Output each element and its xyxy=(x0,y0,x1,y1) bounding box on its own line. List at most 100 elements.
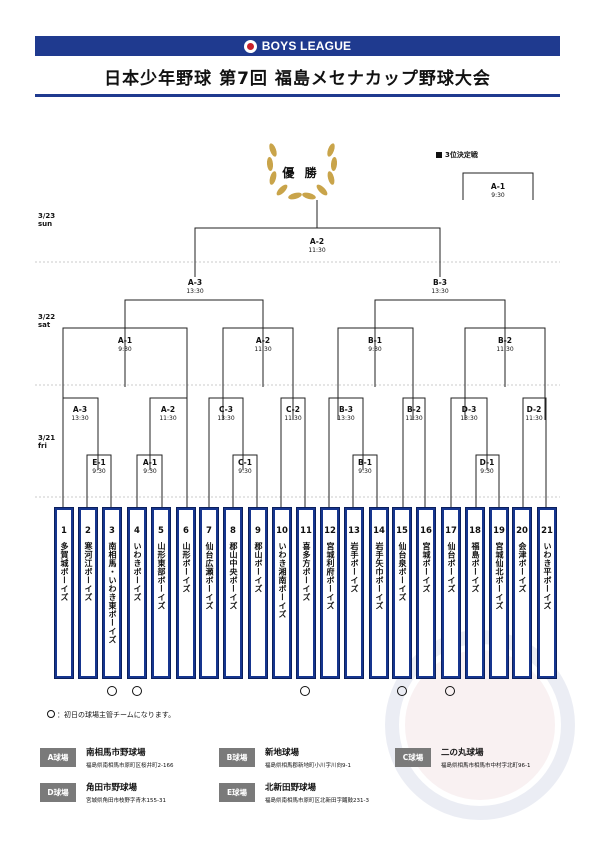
team-number: 16 xyxy=(420,526,432,536)
match-time-r1-1: 9:30 xyxy=(92,468,106,475)
match-label-r2-5: B-3 xyxy=(338,405,354,414)
match-time-qf-1: 9:30 xyxy=(118,346,132,353)
team-name: 仙台ボーイズ xyxy=(447,542,456,593)
team-name: 宮城ボーイズ xyxy=(422,542,431,593)
match-time-final: 11:30 xyxy=(308,247,326,254)
team-name: 岩手矢巾ボーイズ xyxy=(375,542,384,610)
team-number: 5 xyxy=(158,526,164,536)
title-underline xyxy=(35,94,560,97)
match-label-r1-4: B-1 xyxy=(357,458,373,467)
match-label-r1-5: D-1 xyxy=(479,458,495,467)
match-time-r2-5: 13:30 xyxy=(337,415,355,422)
bracket-qf-2 xyxy=(222,327,294,420)
host-mark-team-4 xyxy=(132,686,142,696)
team-name: 宮城仙北ボーイズ xyxy=(495,542,504,610)
match-time-sf-left: 13:30 xyxy=(186,288,204,295)
champion-label: 優 勝 xyxy=(282,166,320,180)
team-name: 仙台泉ボーイズ xyxy=(398,542,407,602)
team-number: 2 xyxy=(85,526,91,536)
bracket-r2-1 xyxy=(62,397,99,507)
match-time-r1-2: 9:30 xyxy=(143,468,157,475)
team-name: 宮城利府ボーイズ xyxy=(326,542,335,610)
team-card: 19 宮城仙北ボーイズ xyxy=(489,507,509,679)
boys-league-logo: BOYS LEAGUE xyxy=(35,36,560,56)
bracket-r2-3 xyxy=(208,397,244,507)
match-time-qf-2: 11:30 xyxy=(254,346,272,353)
bracket-qf-3 xyxy=(337,327,414,420)
match-time-r2-7: 13:30 xyxy=(460,415,478,422)
team-number: 15 xyxy=(396,526,408,536)
bracket-r2-5 xyxy=(328,397,364,507)
team-number: 8 xyxy=(230,526,236,536)
team-number: 14 xyxy=(373,526,385,536)
match-label-sf-right: B-3 xyxy=(432,278,448,287)
venue-address-a: 福島県南相馬市原町区桜井町2-166 xyxy=(86,763,174,769)
team-card-body: 15 仙台泉ボーイズ xyxy=(395,510,409,676)
match-label-r2-6: B-2 xyxy=(406,405,422,414)
match-label-r2-3: C-3 xyxy=(218,405,233,414)
team-name: 福島ボーイズ xyxy=(471,542,480,593)
match-label-sf-left: A-3 xyxy=(187,278,203,287)
bracket-r1-1 xyxy=(86,454,112,507)
team-name: 山形東部ボーイズ xyxy=(157,542,166,610)
host-mark-team-17 xyxy=(445,686,455,696)
team-number: 19 xyxy=(493,526,505,536)
team-number: 6 xyxy=(183,526,189,536)
venue-tag-b: B球場 xyxy=(219,748,255,767)
match-label-r2-4: C-2 xyxy=(285,405,300,414)
venue-tag-e: E球場 xyxy=(219,783,255,802)
host-mark-team-15 xyxy=(397,686,407,696)
team-card-body: 14 岩手矢巾ボーイズ xyxy=(372,510,386,676)
bracket-r2-8 xyxy=(522,397,547,507)
team-card: 14 岩手矢巾ボーイズ xyxy=(369,507,389,679)
team-name: 岩手ボーイズ xyxy=(350,542,359,593)
venue-name-d: 角田市野球場 xyxy=(86,783,138,793)
match-time-qf-4: 11:30 xyxy=(496,346,514,353)
third-place-match-time: 9:30 xyxy=(491,192,505,199)
team-name: 会津ボーイズ xyxy=(518,542,527,593)
bracket-sf-right xyxy=(374,299,506,387)
team-number: 4 xyxy=(134,526,140,536)
venue-tag-a: A球場 xyxy=(40,748,76,767)
match-time-r1-4: 9:30 xyxy=(358,468,372,475)
match-time-qf-3: 9:30 xyxy=(368,346,382,353)
third-place-match-label: A-1 xyxy=(490,182,506,191)
match-time-r2-3: 13:30 xyxy=(217,415,235,422)
host-mark-team-11 xyxy=(300,686,310,696)
team-name: 多賀城ボーイズ xyxy=(60,542,69,602)
match-label-r2-2: A-2 xyxy=(160,405,176,414)
match-time-r1-5: 9:30 xyxy=(480,468,494,475)
team-name: いわき平ボーイズ xyxy=(543,542,552,610)
match-label-qf-1: A-1 xyxy=(117,336,133,345)
match-label-r1-1: E-1 xyxy=(92,458,106,467)
laurel-wreath-icon xyxy=(266,143,338,200)
venue-name-c: 二の丸球場 xyxy=(441,748,484,758)
bracket-r1-4 xyxy=(352,454,378,507)
bracket-sf-left xyxy=(124,299,264,387)
bracket-r2-6 xyxy=(402,397,426,507)
match-label-r2-8: D-2 xyxy=(526,405,542,414)
team-name: いわきボーイズ xyxy=(133,542,142,602)
match-time-r2-8: 11:30 xyxy=(525,415,543,422)
team-card-body: 5 山形東部ボーイズ xyxy=(154,510,168,676)
